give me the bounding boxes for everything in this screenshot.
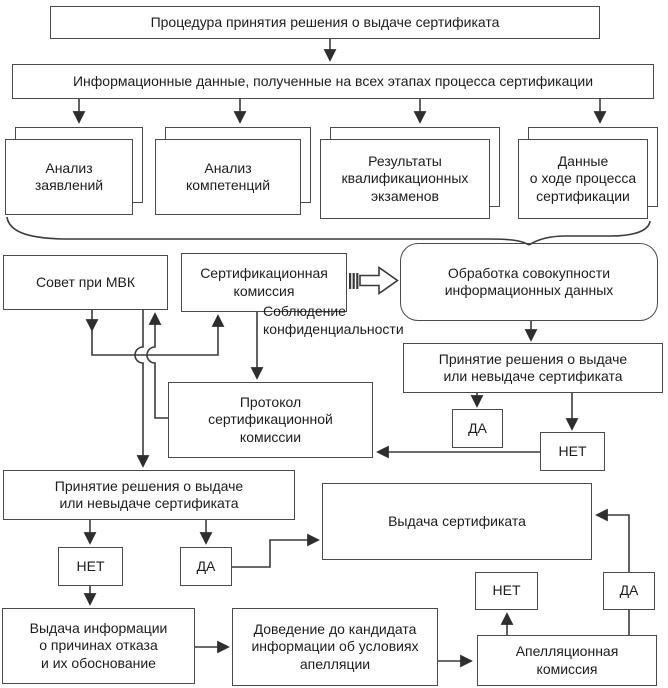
- block-arrow-bar: [349, 273, 352, 289]
- node-protocol: Протокол сертификационной комиссии: [168, 382, 373, 458]
- node-decision-top: Принятие решения о выдаче или невыдаче с…: [403, 343, 663, 393]
- node-yes-top: ДА: [452, 409, 503, 448]
- node-process-data: Данные о ходе процесса сертификации: [518, 139, 648, 219]
- node-yes-left: ДА: [180, 547, 232, 586]
- node-cert-commission: Сертификационная комиссия: [181, 253, 347, 312]
- block-arrow-commission-to-processing: [349, 265, 399, 296]
- line-yes-left-to-issue: [232, 533, 320, 568]
- node-analysis-applications: Анализ заявлений: [5, 139, 133, 215]
- node-refusal-info: Выдача информации о причинах отказа и их…: [2, 608, 195, 684]
- node-yes-appeal: ДА: [603, 572, 655, 610]
- node-appeal-commission: Апелляционная комиссия: [477, 635, 657, 686]
- line-yes-appeal-to-issue: [595, 508, 630, 572]
- hollow-arrow-icon: [359, 265, 399, 296]
- curve-sources-right-to-processing: [528, 220, 651, 246]
- node-processing: Обработка совокупности информационных да…: [400, 243, 658, 321]
- node-no-left: НЕТ: [58, 547, 123, 586]
- block-arrow-bar: [352, 273, 355, 289]
- node-analysis-competencies: Анализ компетенций: [155, 139, 301, 215]
- label-confidentiality: Соблюдение конфиденциальности: [263, 303, 404, 338]
- node-info-data: Информационные данные, полученные на все…: [12, 64, 654, 99]
- block-arrow-bar: [356, 273, 359, 289]
- node-title: Процедура принятия решения о выдаче серт…: [50, 6, 600, 39]
- line-council-to-decision-bottom: [134, 310, 150, 468]
- node-appeal-conditions: Доведение до кандидата информации об усл…: [232, 608, 438, 686]
- line-council-to-commission: [91, 314, 225, 356]
- line-protocol-to-council: [146, 312, 168, 419]
- curve-sources-left-to-processing: [6, 216, 530, 246]
- node-no-appeal: НЕТ: [475, 572, 538, 610]
- node-council-mvk: Совет при МВК: [3, 255, 168, 310]
- node-exam-results: Результаты квалификационных экзаменов: [320, 139, 490, 219]
- node-decision-bottom: Принятие решения о выдаче или невыдаче с…: [3, 470, 295, 520]
- node-issue-certificate: Выдача сертификата: [322, 483, 592, 560]
- node-no-top: НЕТ: [540, 432, 605, 471]
